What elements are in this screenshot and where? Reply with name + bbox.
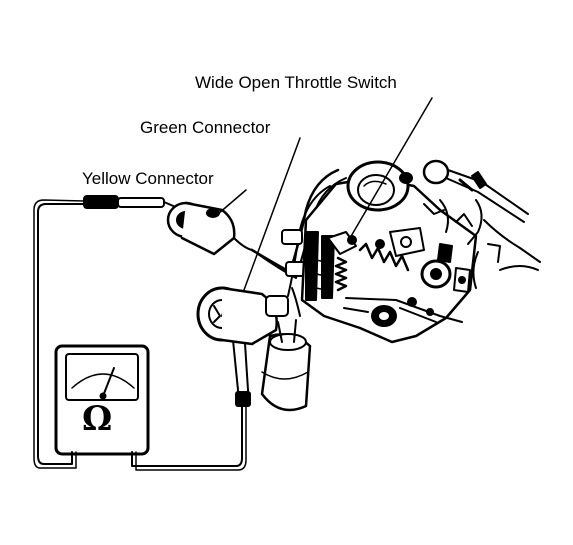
- yellow-probe: [83, 195, 179, 209]
- leader-lines: [217, 97, 433, 291]
- test-lead-wires: [33, 199, 247, 471]
- throttle-body: [300, 160, 478, 344]
- throttle-linkage: [422, 159, 541, 289]
- sensor-plug: [260, 319, 312, 412]
- ohmmeter-icon: [54, 344, 150, 456]
- green-connector-label: Green Connector: [140, 118, 271, 137]
- yellow-connector-label: Yellow Connector: [82, 169, 214, 188]
- green-connector: [196, 286, 289, 346]
- wot-switch-label: Wide Open Throttle Switch: [195, 73, 397, 92]
- ohm-symbol: Ω: [82, 399, 113, 439]
- yellow-connector: [166, 201, 253, 256]
